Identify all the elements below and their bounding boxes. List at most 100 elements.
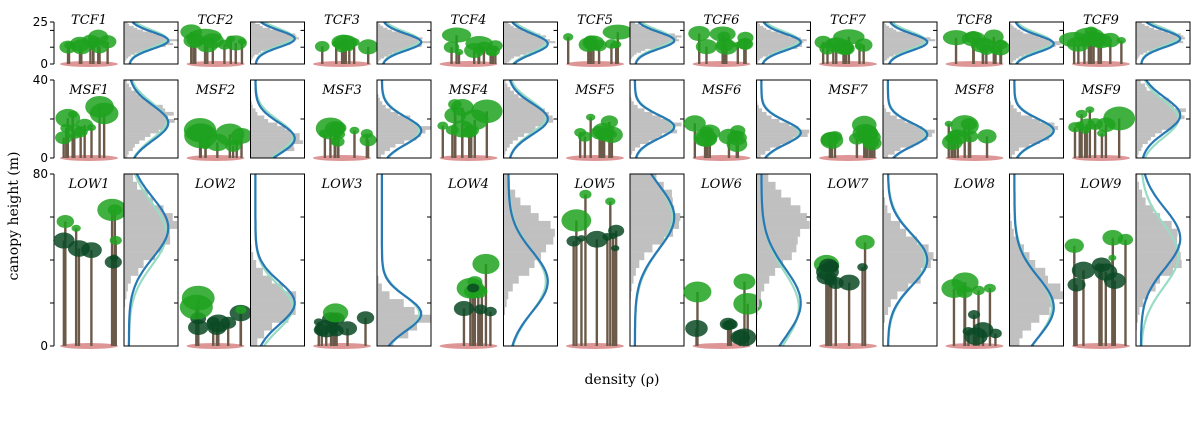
hist-bar xyxy=(124,291,127,300)
tree-crown xyxy=(183,117,217,143)
density-plot-area xyxy=(377,174,431,346)
hist-bar xyxy=(756,220,810,229)
hist-bar xyxy=(630,44,661,48)
hist-bar xyxy=(756,205,801,214)
hist-bar xyxy=(756,25,764,28)
hist-bar xyxy=(1136,43,1174,46)
hist-bar xyxy=(756,29,772,32)
hist-bar xyxy=(1009,35,1039,38)
hist-bar xyxy=(1136,52,1144,55)
hist-bar xyxy=(503,31,529,34)
hist-bar xyxy=(756,41,804,44)
density-plot-area xyxy=(124,174,178,346)
tree-scene xyxy=(53,198,127,349)
hist-bar xyxy=(124,52,136,55)
hist-bar xyxy=(377,104,386,109)
hist-bar xyxy=(883,283,909,292)
ground-ellipse xyxy=(439,61,498,67)
hist-bar xyxy=(503,197,521,206)
tree-crown xyxy=(338,321,358,336)
hist-bar xyxy=(1136,90,1155,95)
hist-bar xyxy=(1136,306,1140,315)
hist-bar xyxy=(630,133,663,137)
hist-bar xyxy=(756,181,776,190)
hist-bar xyxy=(503,39,551,42)
hist-bar xyxy=(630,31,664,34)
tree-crown xyxy=(857,263,868,272)
panel-title: MSF8 xyxy=(954,83,995,98)
hist-bar xyxy=(124,60,126,63)
hist-bar xyxy=(503,83,508,88)
hist-bar xyxy=(756,43,802,46)
hist-bar xyxy=(124,37,167,40)
hist-bar xyxy=(124,108,166,113)
hist-bar xyxy=(250,58,252,61)
hist-bar xyxy=(377,54,389,57)
hist-bar xyxy=(756,104,759,109)
hist-bar xyxy=(250,22,256,25)
hist-bar xyxy=(250,126,286,130)
hist-bar xyxy=(250,283,283,292)
tree-crown xyxy=(709,26,736,42)
hist-bar xyxy=(377,283,382,292)
density-frame xyxy=(1135,21,1191,65)
hist-bar xyxy=(630,101,634,106)
hist-bar xyxy=(1136,291,1149,300)
hist-bar xyxy=(630,33,675,36)
tree-crown xyxy=(838,274,860,291)
hist-bar xyxy=(1009,260,1036,269)
hist-bar xyxy=(630,22,636,25)
density-panel xyxy=(629,21,685,65)
tree-crown xyxy=(837,41,855,56)
hist-bar xyxy=(630,228,674,237)
hist-bar xyxy=(124,133,151,137)
hist-bar xyxy=(1009,252,1030,261)
hist-bar xyxy=(756,236,798,245)
hist-bar xyxy=(250,275,272,284)
hist-bar xyxy=(503,25,514,28)
hist-bar xyxy=(630,25,644,28)
tree-scene xyxy=(183,117,253,161)
density-panel xyxy=(629,79,685,159)
panel-title: LOW1 xyxy=(68,177,110,192)
tree-scene xyxy=(1058,26,1130,67)
hist-bar xyxy=(250,46,274,49)
hist-bar xyxy=(250,150,280,155)
tree-scene xyxy=(941,272,1004,349)
hist-bar xyxy=(250,43,291,46)
hist-bar xyxy=(756,260,784,269)
hist-bar xyxy=(883,236,918,245)
hist-bar xyxy=(124,189,149,198)
hist-bar xyxy=(883,115,897,120)
hist-bar xyxy=(250,29,280,32)
panel-title: MSF3 xyxy=(321,83,362,98)
tree-crown xyxy=(737,38,754,50)
density-frame xyxy=(250,21,305,65)
hist-bar xyxy=(630,126,675,130)
density-plot-area xyxy=(377,22,431,64)
hist-bar xyxy=(250,50,262,53)
hist-bar xyxy=(124,31,152,34)
tree-crown xyxy=(104,255,122,269)
tree-crown xyxy=(98,35,117,49)
hist-bar xyxy=(377,37,423,40)
y-tick-label: 25 xyxy=(33,15,48,29)
hist-bar xyxy=(503,244,547,253)
hist-bar xyxy=(124,143,135,148)
hist-bar xyxy=(883,22,885,25)
tree-crown xyxy=(356,311,375,325)
hist-bar xyxy=(630,181,664,190)
density-curve-blue xyxy=(254,174,296,346)
hist-bar xyxy=(883,205,888,214)
hist-bar xyxy=(503,205,531,214)
hist-bar xyxy=(250,260,257,269)
hist-bar xyxy=(883,33,915,36)
hist-bar xyxy=(503,119,554,123)
hist-bar xyxy=(124,136,145,141)
hist-bar xyxy=(250,252,254,261)
hist-bar xyxy=(1009,147,1019,152)
hist-bar xyxy=(1136,87,1147,91)
tree-crown xyxy=(55,108,81,128)
hist-bar xyxy=(1136,56,1139,59)
panel-title: TCF3 xyxy=(324,13,360,28)
